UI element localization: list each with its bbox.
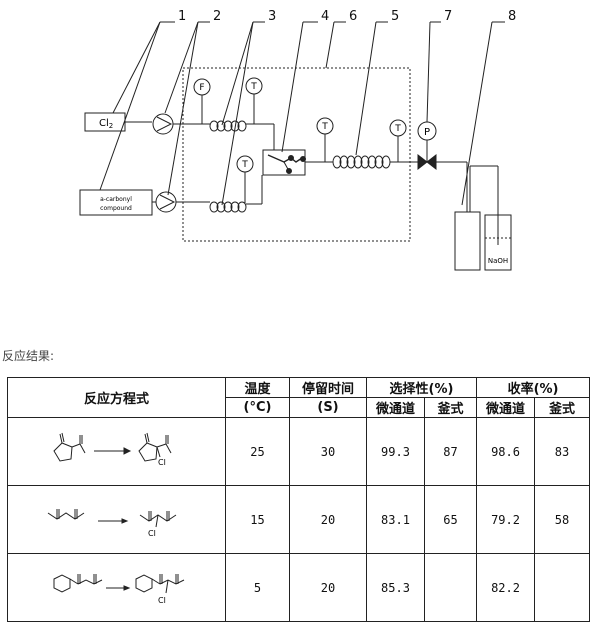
- table-row: Cl 15 20 83.1 65 79.2 58: [7, 485, 591, 554]
- callout-number: 5: [391, 9, 399, 24]
- naoh-scrubber-tank: [484, 214, 512, 271]
- temperature-cell: 5: [225, 553, 290, 622]
- residence-time-cell: 30: [289, 417, 367, 486]
- chlorine-label: Cl: [158, 458, 166, 467]
- temperature-cell: 25: [225, 417, 290, 486]
- residence-time-cell: 20: [289, 485, 367, 554]
- results-table: 反应方程式 温度 停留时间 选择性(%) 收率(%) (°C) (S) 微通道 …: [7, 377, 591, 622]
- chlorine-label: Cl: [148, 529, 156, 538]
- yield-micro-cell: 79.2: [476, 485, 536, 554]
- header-kettle: 釜式: [423, 397, 478, 418]
- gauge-label: T: [321, 122, 328, 132]
- coil-icon: [209, 201, 247, 213]
- callout-number: 8: [508, 9, 516, 24]
- gauge-label: F: [199, 83, 204, 93]
- cl2-label: Cl2: [99, 118, 113, 130]
- reaction-scheme: Cl: [7, 485, 226, 554]
- selectivity-kettle-cell: 87: [423, 417, 478, 486]
- callout-number: 6: [349, 9, 357, 24]
- header-yield: 收率(%): [476, 377, 591, 398]
- header-temperature: 温度: [225, 377, 290, 398]
- yield-kettle-cell: 83: [534, 417, 591, 486]
- header-microchannel: 微通道: [476, 397, 536, 418]
- header-time-unit: (S): [289, 397, 367, 418]
- microreactor-flow-diagram: 1 2 3 4 6 5 7 8 Cl2 a-carbonyl compound …: [79, 9, 516, 271]
- selectivity-micro-cell: 99.3: [366, 417, 425, 486]
- yield-kettle-cell: 58: [534, 485, 591, 554]
- selectivity-kettle-cell: [423, 553, 478, 622]
- result-label: 反应结果:: [2, 349, 55, 363]
- naoh-label: NaOH: [488, 257, 508, 265]
- selectivity-micro-cell: 83.1: [366, 485, 425, 554]
- callout-number: 7: [444, 9, 452, 24]
- table-row: Cl 25 30 99.3 87 98.6 83: [7, 417, 591, 486]
- gauge-label: T: [241, 160, 248, 170]
- header-kettle: 釜式: [534, 397, 591, 418]
- temperature-gauge-icon: [389, 119, 407, 137]
- pressure-gauge-icon: [417, 121, 437, 141]
- residence-time-cell: 20: [289, 553, 367, 622]
- chlorine-label: Cl: [158, 596, 166, 605]
- temperature-gauge-icon: [245, 77, 263, 95]
- header-selectivity: 选择性(%): [365, 377, 478, 398]
- selectivity-kettle-cell: 65: [423, 485, 478, 554]
- coil-icon: [209, 120, 247, 132]
- reaction-scheme: Cl: [7, 417, 226, 486]
- gauge-label: T: [250, 82, 257, 92]
- table-row: Cl 5 20 85.3 82.2: [7, 553, 591, 622]
- compound-label: compound: [100, 205, 132, 212]
- gauge-label: P: [424, 127, 430, 138]
- flow-gauge-icon: [193, 78, 211, 96]
- header-equation: 反应方程式: [7, 377, 226, 418]
- callout-number: 2: [213, 9, 221, 24]
- yield-kettle-cell: [534, 553, 591, 622]
- header-residence-time: 停留时间: [289, 377, 367, 398]
- temperature-cell: 15: [225, 485, 290, 554]
- collection-tank: [454, 211, 481, 271]
- callout-number: 3: [268, 9, 276, 24]
- temperature-gauge-icon: [236, 155, 254, 173]
- header-microchannel: 微通道: [366, 397, 425, 418]
- header-temperature-unit: (°C): [225, 397, 290, 418]
- yield-micro-cell: 98.6: [476, 417, 536, 486]
- compound-label: a-carbonyl: [100, 196, 132, 203]
- yield-micro-cell: 82.2: [476, 553, 536, 622]
- gauge-label: T: [394, 124, 401, 134]
- reaction-scheme: Cl: [7, 553, 226, 622]
- temperature-gauge-icon: [316, 117, 334, 135]
- reactor-boundary: [182, 67, 411, 242]
- selectivity-micro-cell: 85.3: [366, 553, 425, 622]
- coil-icon: [332, 155, 391, 169]
- callout-number: 1: [178, 9, 186, 24]
- callout-number: 4: [321, 9, 329, 24]
